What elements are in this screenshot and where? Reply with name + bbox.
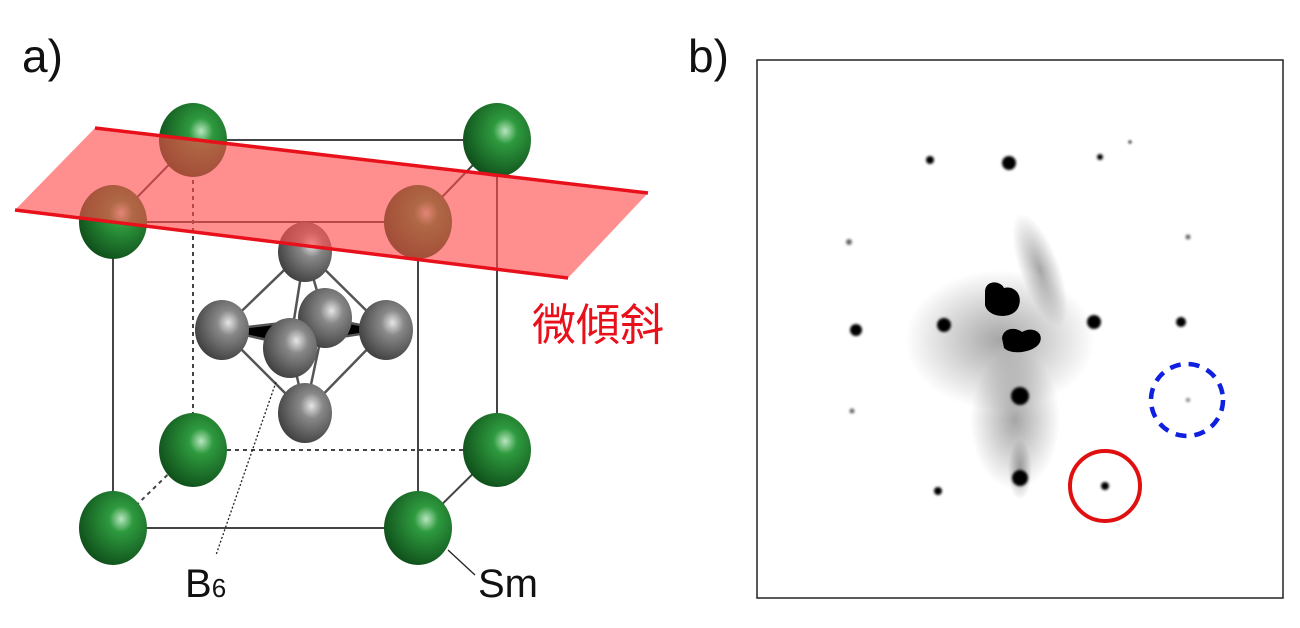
plane-label: 微傾斜 [532,301,664,350]
spot [1101,482,1109,490]
sm-atom [463,413,531,487]
spot [1002,156,1016,170]
sm-atom [79,491,147,565]
spot [849,408,855,414]
spot [1087,315,1101,329]
solid-highlight-circle [1068,449,1142,523]
spot [934,487,942,495]
sm-label: Sm [478,562,538,606]
b-atom [359,300,413,360]
spot [1012,470,1028,486]
sm-atom [463,103,531,177]
spot [846,239,852,245]
panel-b-label: b) [688,30,729,82]
b-atom [263,318,317,378]
vicinal-tilt-plane [14,126,649,280]
beam-stop-blobs [985,282,1041,353]
spot [1186,398,1190,402]
diffraction-spots [846,140,1191,495]
leader-lines [215,381,476,576]
sm-atoms-back [159,413,531,487]
dashed-highlight-circle [1148,361,1226,439]
b-atom [278,383,332,443]
spot [937,318,951,332]
b6-label: B6 [185,562,226,606]
spot [1128,140,1132,144]
spot [1097,154,1103,160]
spot [1176,317,1186,327]
sm-atom [384,491,452,565]
spot [926,156,934,164]
sm-atom [159,413,227,487]
spot [1185,234,1191,240]
spot [850,324,862,336]
b6-label-sub: 6 [212,573,226,603]
b6-label-main: B [185,562,212,606]
panel-a-label: a) [22,30,63,82]
b-atom [195,300,249,360]
spot [1011,387,1029,405]
diffraction-haze [905,213,1095,500]
